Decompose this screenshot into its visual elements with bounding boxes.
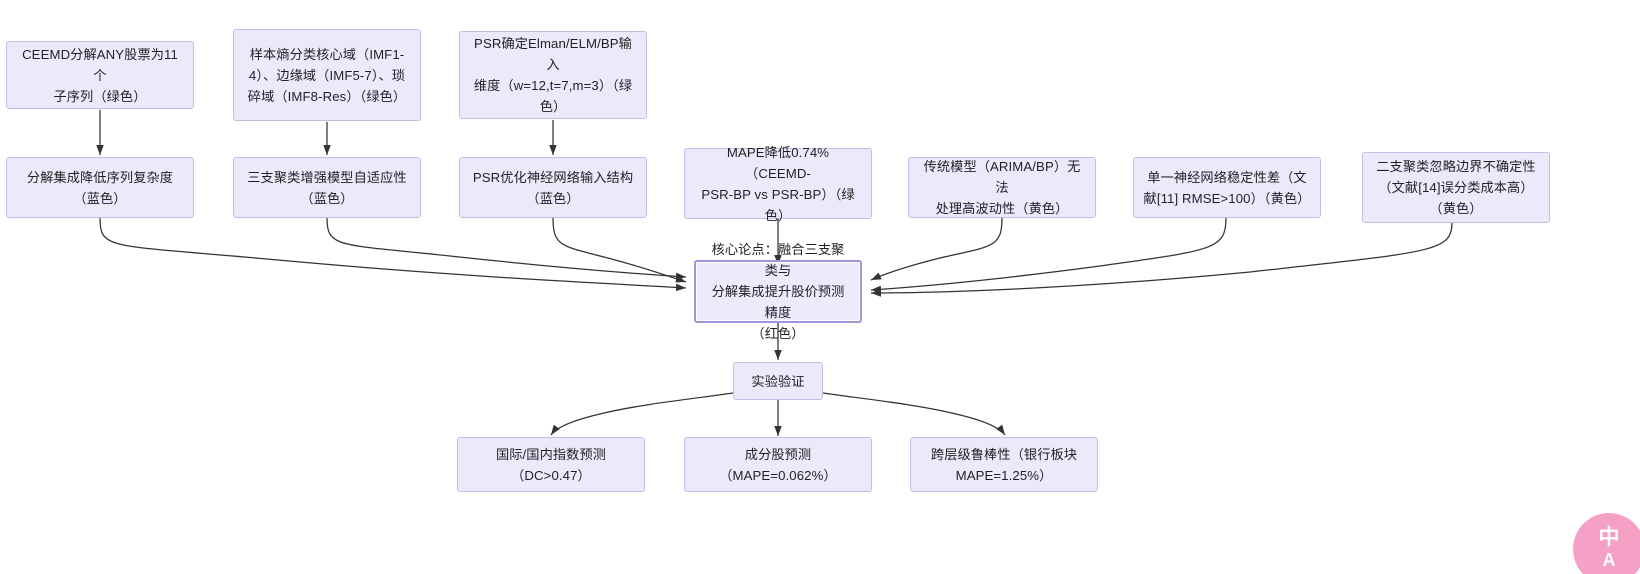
watermark-line2: A <box>1602 550 1616 570</box>
node-method-ceemd[interactable]: CEEMD分解ANY股票为11个 子序列（绿色） <box>6 41 194 109</box>
edge-twoway-to-core <box>870 222 1453 297</box>
node-label: 核心论点：融合三支聚类与 分解集成提升股价预测精度 （红色） <box>711 242 845 341</box>
edge-input-to-core <box>552 217 687 283</box>
node-label: 样本熵分类核心域（IMF1- 4）、边缘域（IMF5-7）、琐 碎域（IMF8-… <box>247 46 407 104</box>
node-result-constituent[interactable]: 成分股预测 （MAPE=0.062%） <box>684 437 872 492</box>
edge-adaptive-to-core <box>326 217 687 281</box>
edge-experiment-to-index <box>550 392 734 436</box>
node-label: 分解集成降低序列复杂度 （蓝色） <box>26 169 174 206</box>
node-gap-traditional[interactable]: 传统模型（ARIMA/BP）无法 处理高波动性（黄色） <box>908 157 1096 218</box>
node-core-thesis[interactable]: 核心论点：融合三支聚类与 分解集成提升股价预测精度 （红色） <box>694 242 862 341</box>
watermark-line1: 中 <box>1598 526 1620 549</box>
node-label: PSR优化神经网络输入结构 （蓝色） <box>472 169 634 206</box>
node-result-robust[interactable]: 跨层级鲁棒性（银行板块 MAPE=1.25%） <box>910 437 1098 492</box>
node-result-index[interactable]: 国际/国内指数预测 （DC>0.47） <box>457 437 645 492</box>
node-claim-adaptive[interactable]: 三支聚类增强模型自适应性 （蓝色） <box>233 157 421 218</box>
node-gap-single-nn[interactable]: 单一神经网络稳定性差（文 献[11] RMSE>100）（黄色） <box>1133 157 1321 218</box>
node-experiment[interactable]: 实验验证 <box>733 362 823 400</box>
node-label: 传统模型（ARIMA/BP）无法 处理高波动性（黄色） <box>923 159 1081 216</box>
node-label: CEEMD分解ANY股票为11个 子序列（绿色） <box>22 46 178 104</box>
node-evidence-mape[interactable]: MAPE降低0.74%（CEEMD- PSR-BP vs PSR-BP）（绿 色… <box>684 145 872 223</box>
node-label: MAPE降低0.74%（CEEMD- PSR-BP vs PSR-BP）（绿 色… <box>701 144 855 223</box>
edge-singlenn-to-core <box>870 217 1227 294</box>
node-label: PSR确定Elman/ELM/BP输入 维度（w=12,t=7,m=3）（绿 色… <box>473 36 633 114</box>
edge-traditional-to-core <box>870 217 1003 281</box>
node-label: 跨层级鲁棒性（银行板块 MAPE=1.25%） <box>930 446 1078 483</box>
node-claim-complexity[interactable]: 分解集成降低序列复杂度 （蓝色） <box>6 157 194 218</box>
node-claim-input[interactable]: PSR优化神经网络输入结构 （蓝色） <box>459 157 647 218</box>
node-label: 三支聚类增强模型自适应性 （蓝色） <box>247 169 407 206</box>
node-label: 单一神经网络稳定性差（文 献[11] RMSE>100）（黄色） <box>1143 169 1311 206</box>
node-method-psr[interactable]: PSR确定Elman/ELM/BP输入 维度（w=12,t=7,m=3）（绿 色… <box>459 31 647 119</box>
node-gap-two-way[interactable]: 二支聚类忽略边界不确定性 （文献[14]误分类成本高） （黄色） <box>1362 152 1550 223</box>
watermark-badge: 中 A <box>1573 513 1640 574</box>
edge-experiment-to-robust <box>822 392 1006 436</box>
node-label: 国际/国内指数预测 （DC>0.47） <box>495 446 607 483</box>
node-label: 二支聚类忽略边界不确定性 （文献[14]误分类成本高） （黄色） <box>1376 159 1536 216</box>
edge-complexity-to-core <box>99 217 687 292</box>
node-label: 成分股预测 （MAPE=0.062%） <box>719 446 837 483</box>
node-label: 实验验证 <box>751 373 805 389</box>
node-method-entropy[interactable]: 样本熵分类核心域（IMF1- 4）、边缘域（IMF5-7）、琐 碎域（IMF8-… <box>233 29 421 121</box>
